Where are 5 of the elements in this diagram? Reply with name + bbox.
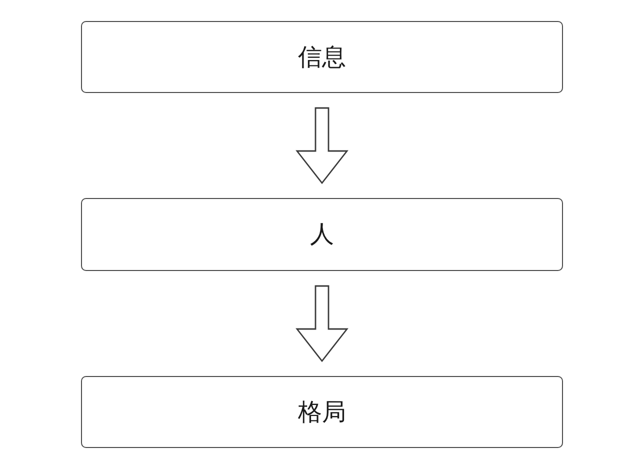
process-box: 格局 [81, 376, 563, 448]
process-box: 人 [81, 198, 563, 271]
block-arrow [296, 285, 348, 362]
process-box: 信息 [81, 21, 563, 93]
block-arrow [296, 107, 348, 184]
